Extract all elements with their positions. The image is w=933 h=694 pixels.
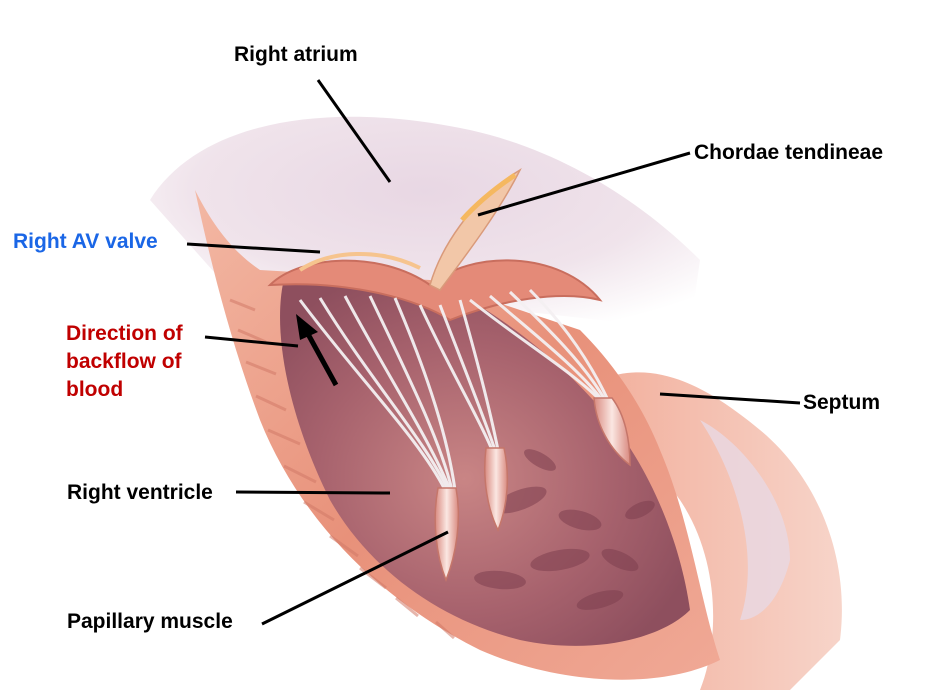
- backflow-direction-label: Direction of backflow of blood: [66, 320, 183, 404]
- chordae-tendineae-label: Chordae tendineae: [694, 139, 883, 167]
- right-atrium-label: Right atrium: [234, 41, 358, 69]
- septum-label: Septum: [803, 389, 880, 417]
- leader-right-ventricle: [236, 492, 390, 493]
- right-av-valve-label: Right AV valve: [13, 228, 158, 256]
- papillary-muscle-label: Papillary muscle: [67, 608, 233, 636]
- right-ventricle-label: Right ventricle: [67, 479, 213, 507]
